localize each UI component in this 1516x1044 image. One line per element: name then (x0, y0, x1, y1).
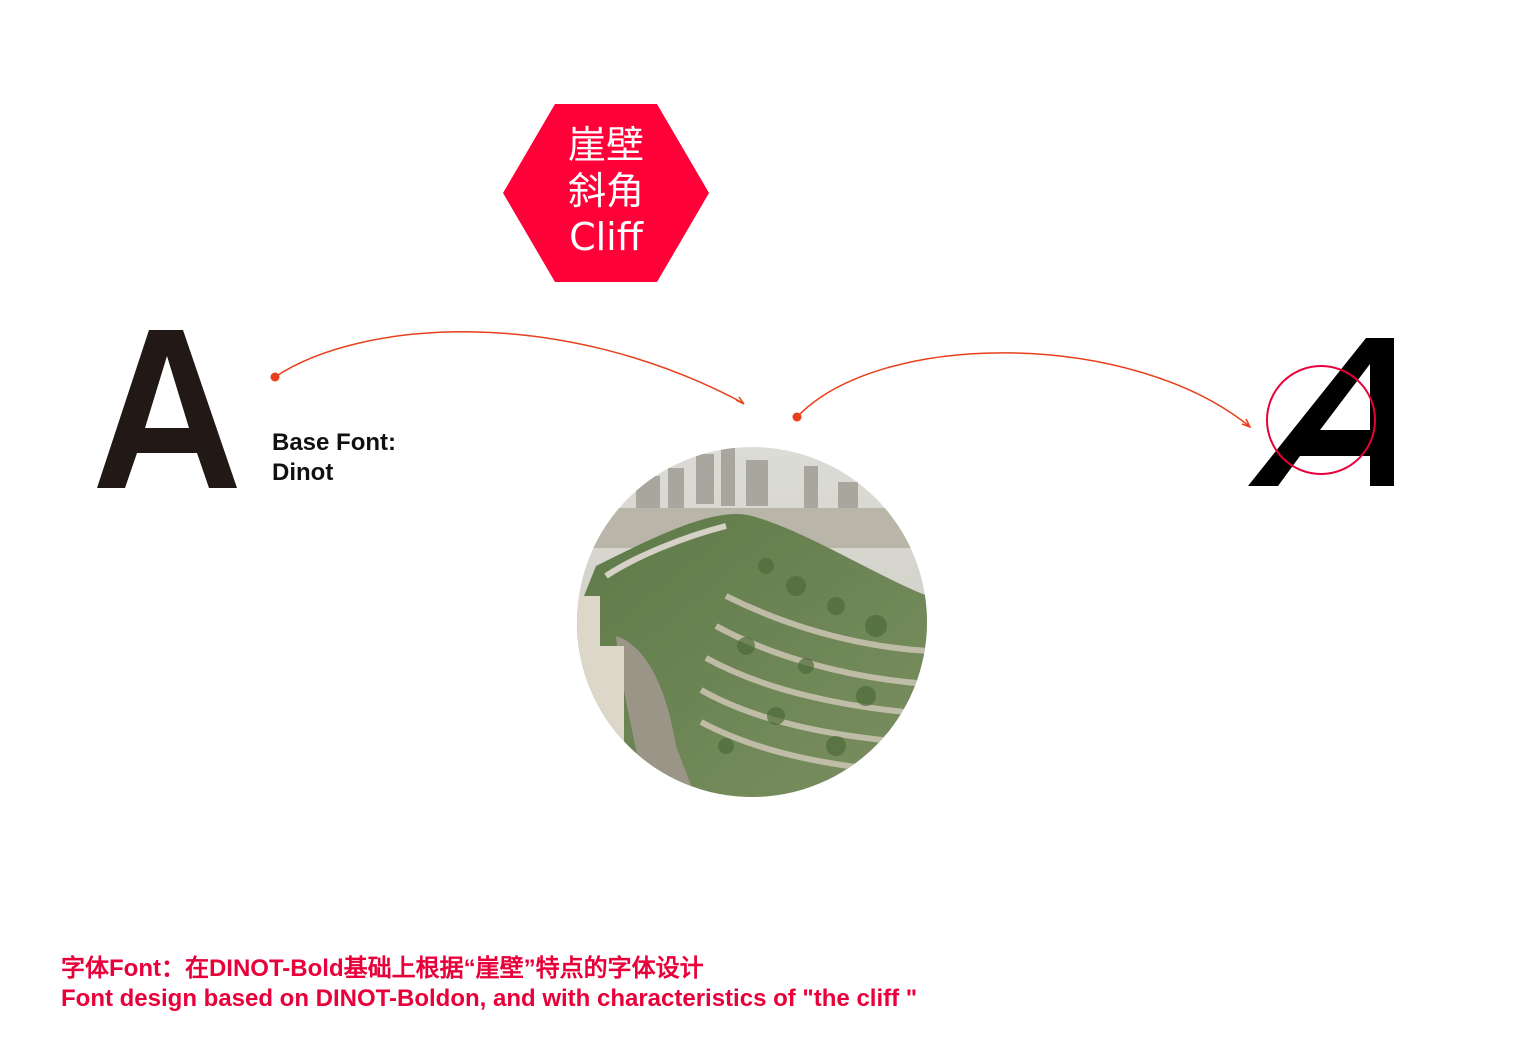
caption-english: Font design based on DINOT-Boldon, and w… (61, 985, 918, 1012)
arrow-start-dot-2 (792, 412, 802, 422)
caption-chinese: 字体Font：在DINOT-Bold基础上根据“崖壁”特点的字体设计 (61, 955, 704, 982)
arrow-base-to-photo (274, 331, 744, 404)
hexagon-label: 崖壁 斜角 Cliff (503, 122, 709, 260)
base-font-label-line2: Dinot (272, 459, 334, 486)
caption: 字体Font：在DINOT-Bold基础上根据“崖壁”特点的字体设计 Font … (61, 954, 917, 1014)
hexagon-label-line1: 崖壁 (567, 123, 644, 167)
arrow-photo-to-result (796, 352, 1250, 427)
cliff-hexagon-badge (503, 104, 709, 282)
base-font-letter-a (97, 330, 237, 488)
base-font-label: Base Font: Dinot (272, 428, 396, 488)
cliff-corner-highlight-circle (1266, 365, 1376, 475)
hexagon-label-line2: 斜角 (567, 169, 644, 213)
cliff-photo (577, 447, 927, 797)
hexagon-label-line3: Cliff (569, 215, 643, 259)
arrow-start-dot-1 (270, 372, 280, 382)
cliff-font-letter-a (1248, 338, 1394, 486)
base-font-label-line1: Base Font: (272, 429, 397, 456)
